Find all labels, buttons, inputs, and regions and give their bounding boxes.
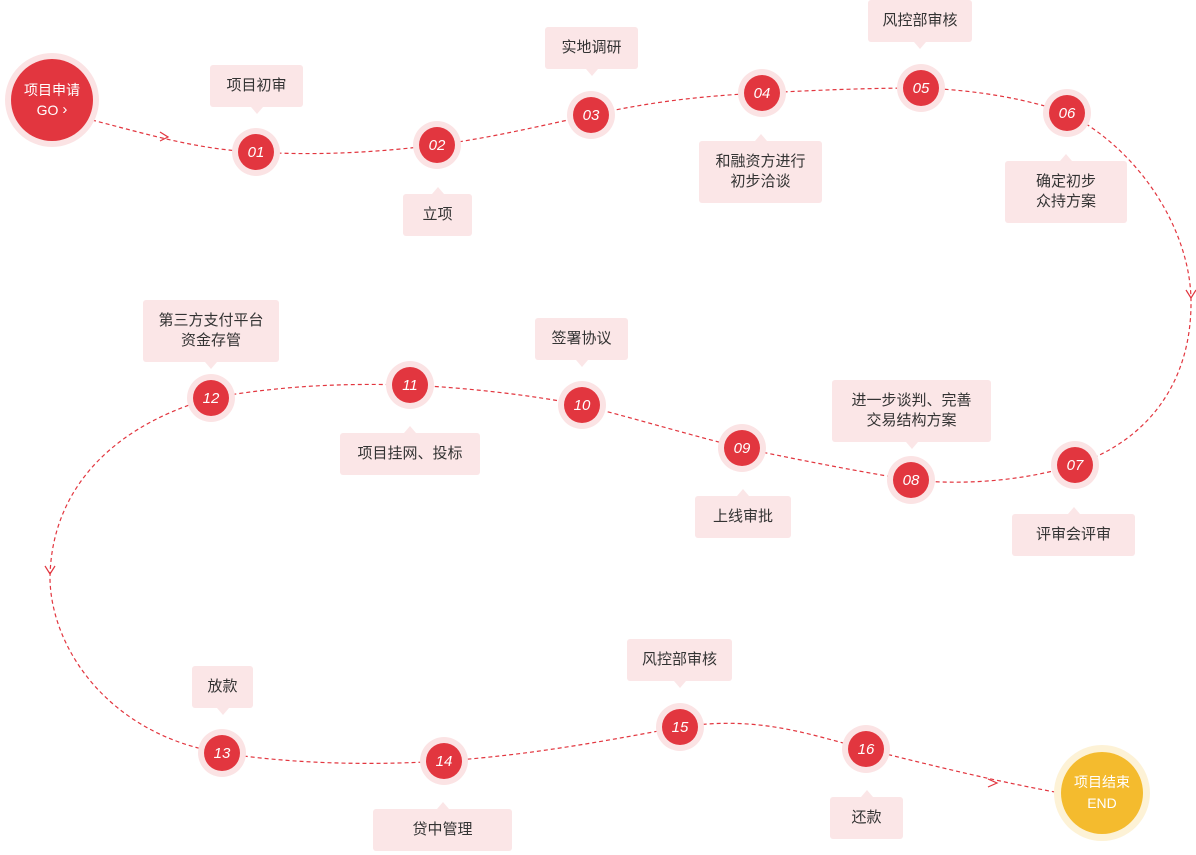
step-label-11: 项目挂网、投标 bbox=[340, 426, 480, 475]
step-node-02[interactable]: 02 bbox=[419, 127, 455, 163]
chevron-right-icon: › bbox=[62, 101, 68, 118]
step-label-line: 项目初审 bbox=[226, 77, 287, 94]
step-label-04: 和融资方进行 初步洽谈 bbox=[699, 134, 822, 203]
step-label-08: 进一步谈判、完善 交易结构方案 bbox=[832, 380, 991, 449]
step-label-line: 确定初步 bbox=[1035, 173, 1096, 190]
step-label-16: 还款 bbox=[830, 790, 903, 839]
end-node[interactable]: 项目结束 END bbox=[1061, 752, 1143, 834]
step-node-07[interactable]: 07 bbox=[1057, 447, 1093, 483]
step-node-05[interactable]: 05 bbox=[903, 70, 939, 106]
step-label-line: 进一步谈判、完善 bbox=[851, 392, 972, 409]
step-node-01[interactable]: 01 bbox=[238, 134, 274, 170]
step-node-03[interactable]: 03 bbox=[573, 97, 609, 133]
start-action: GO bbox=[36, 102, 59, 118]
step-label-line: 风控部审核 bbox=[882, 12, 958, 29]
step-node-12[interactable]: 12 bbox=[193, 380, 229, 416]
step-node-04[interactable]: 04 bbox=[744, 75, 780, 111]
arrow-marker-icon bbox=[44, 565, 56, 576]
step-label-line: 签署协议 bbox=[551, 330, 612, 347]
step-node-16[interactable]: 16 bbox=[848, 731, 884, 767]
start-node[interactable]: 项目申请 GO › bbox=[11, 59, 93, 141]
step-label-line: 风控部审核 bbox=[641, 651, 717, 668]
end-title: 项目结束 bbox=[1074, 774, 1130, 790]
step-node-08[interactable]: 08 bbox=[893, 462, 929, 498]
step-label-03: 实地调研 bbox=[545, 27, 638, 76]
step-label-05: 风控部审核 bbox=[868, 0, 972, 49]
step-label-13: 放款 bbox=[192, 666, 253, 715]
step-label-09: 上线审批 bbox=[695, 489, 791, 538]
step-label-line: 立项 bbox=[422, 206, 453, 223]
step-node-06[interactable]: 06 bbox=[1049, 95, 1085, 131]
step-label-line: 众持方案 bbox=[1035, 193, 1096, 210]
step-label-01: 项目初审 bbox=[210, 65, 303, 114]
end-action: END bbox=[1087, 795, 1117, 811]
step-node-10[interactable]: 10 bbox=[564, 387, 600, 423]
step-label-line: 交易结构方案 bbox=[866, 412, 957, 429]
step-label-line: 和融资方进行 bbox=[715, 153, 806, 170]
step-label-line: 实地调研 bbox=[561, 39, 622, 56]
step-label-line: 还款 bbox=[851, 809, 882, 826]
step-label-07: 评审会评审 bbox=[1012, 507, 1135, 556]
step-label-14: 贷中管理 bbox=[373, 802, 512, 851]
step-label-line: 资金存管 bbox=[180, 332, 241, 349]
step-node-09[interactable]: 09 bbox=[724, 430, 760, 466]
step-node-13[interactable]: 13 bbox=[204, 735, 240, 771]
step-label-02: 立项 bbox=[403, 187, 472, 236]
step-label-15: 风控部审核 bbox=[627, 639, 732, 688]
step-label-06: 确定初步 众持方案 bbox=[1005, 154, 1127, 223]
step-label-12: 第三方支付平台 资金存管 bbox=[143, 300, 279, 369]
step-label-line: 第三方支付平台 bbox=[158, 312, 264, 329]
step-label-10: 签署协议 bbox=[535, 318, 628, 367]
step-label-line: 上线审批 bbox=[712, 508, 773, 525]
arrow-marker-icon bbox=[159, 131, 170, 142]
step-label-line: 初步洽谈 bbox=[730, 173, 791, 190]
step-node-15[interactable]: 15 bbox=[662, 709, 698, 745]
arrow-marker-icon bbox=[987, 778, 999, 788]
arrow-marker-icon bbox=[1185, 289, 1196, 300]
step-label-line: 贷中管理 bbox=[412, 821, 473, 838]
step-label-line: 项目挂网、投标 bbox=[357, 445, 463, 462]
step-node-11[interactable]: 11 bbox=[392, 367, 428, 403]
step-node-14[interactable]: 14 bbox=[426, 743, 462, 779]
step-label-line: 评审会评审 bbox=[1035, 526, 1111, 543]
step-label-line: 放款 bbox=[207, 678, 238, 695]
start-title: 项目申请 bbox=[24, 82, 80, 98]
